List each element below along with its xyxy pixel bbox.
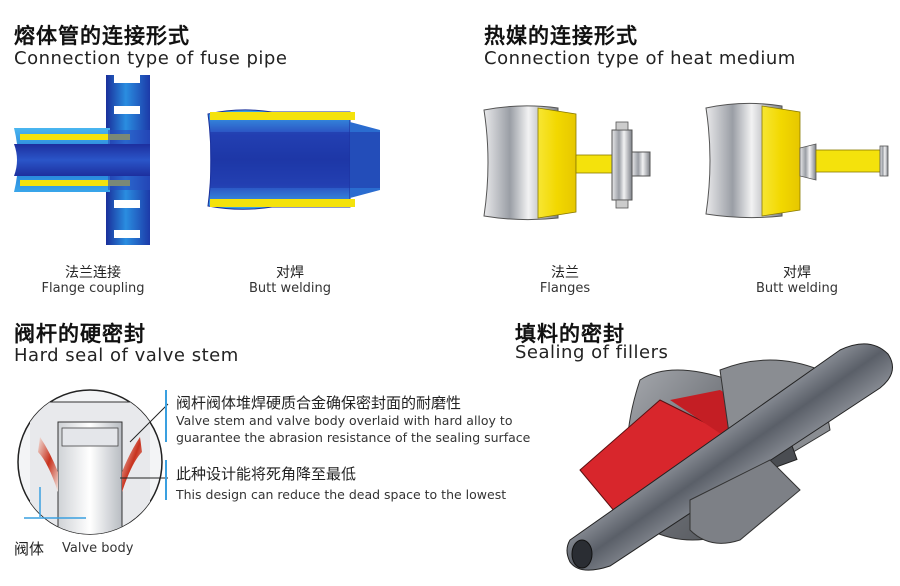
fuse-pipe-title-cn: 熔体管的连接形式 [14, 24, 190, 48]
valve-note2-en: This design can reduce the dead space to… [176, 487, 507, 502]
fuse-butt-label-cn: 对焊 [276, 265, 304, 281]
valve-stem-drawing [17, 389, 169, 535]
valve-note1-en-line2: guarantee the abrasion resistance of the… [176, 430, 531, 445]
valve-stem-title-cn: 阀杆的硬密封 [14, 322, 146, 346]
fillers-title-en: Sealing of fillers [515, 342, 669, 363]
fuse-pipe-title-en: Connection type of fuse pipe [14, 48, 288, 69]
fuse-butt-drawing [207, 109, 380, 210]
heat-medium-title-cn: 热媒的连接形式 [484, 24, 638, 48]
heat-butt-label-cn: 对焊 [783, 265, 811, 281]
heat-flange-drawing [483, 105, 651, 221]
heat-flange-label-en: Flanges [539, 281, 591, 296]
heat-butt-drawing [705, 102, 889, 219]
fuse-flange-drawing [14, 75, 150, 245]
heat-butt-label-en: Butt welding [755, 281, 839, 296]
callout-bar-1 [165, 390, 167, 442]
fuse-flange-label-cn: 法兰连接 [65, 265, 121, 281]
valve-note2-cn: 此种设计能将死角降至最低 [176, 465, 357, 483]
valve-stem-title-en: Hard seal of valve stem [14, 345, 239, 366]
fillers-title-cn: 填料的密封 [515, 322, 625, 346]
heat-flange-label-cn: 法兰 [551, 265, 579, 281]
callout-bar-2 [165, 460, 167, 500]
fillers-drawing [566, 343, 893, 571]
fuse-flange-label-en: Flange coupling [41, 281, 145, 296]
valve-note1-en-line1: Valve stem and valve body overlaid with … [176, 413, 513, 428]
valve-body-label-en: Valve body [62, 541, 134, 556]
fuse-butt-label-en: Butt welding [248, 281, 332, 296]
heat-medium-title-en: Connection type of heat medium [484, 48, 796, 69]
valve-note1-cn: 阀杆阀体堆焊硬质合金确保密封面的耐磨性 [176, 394, 462, 412]
valve-body-label-cn: 阀体 [14, 540, 45, 558]
